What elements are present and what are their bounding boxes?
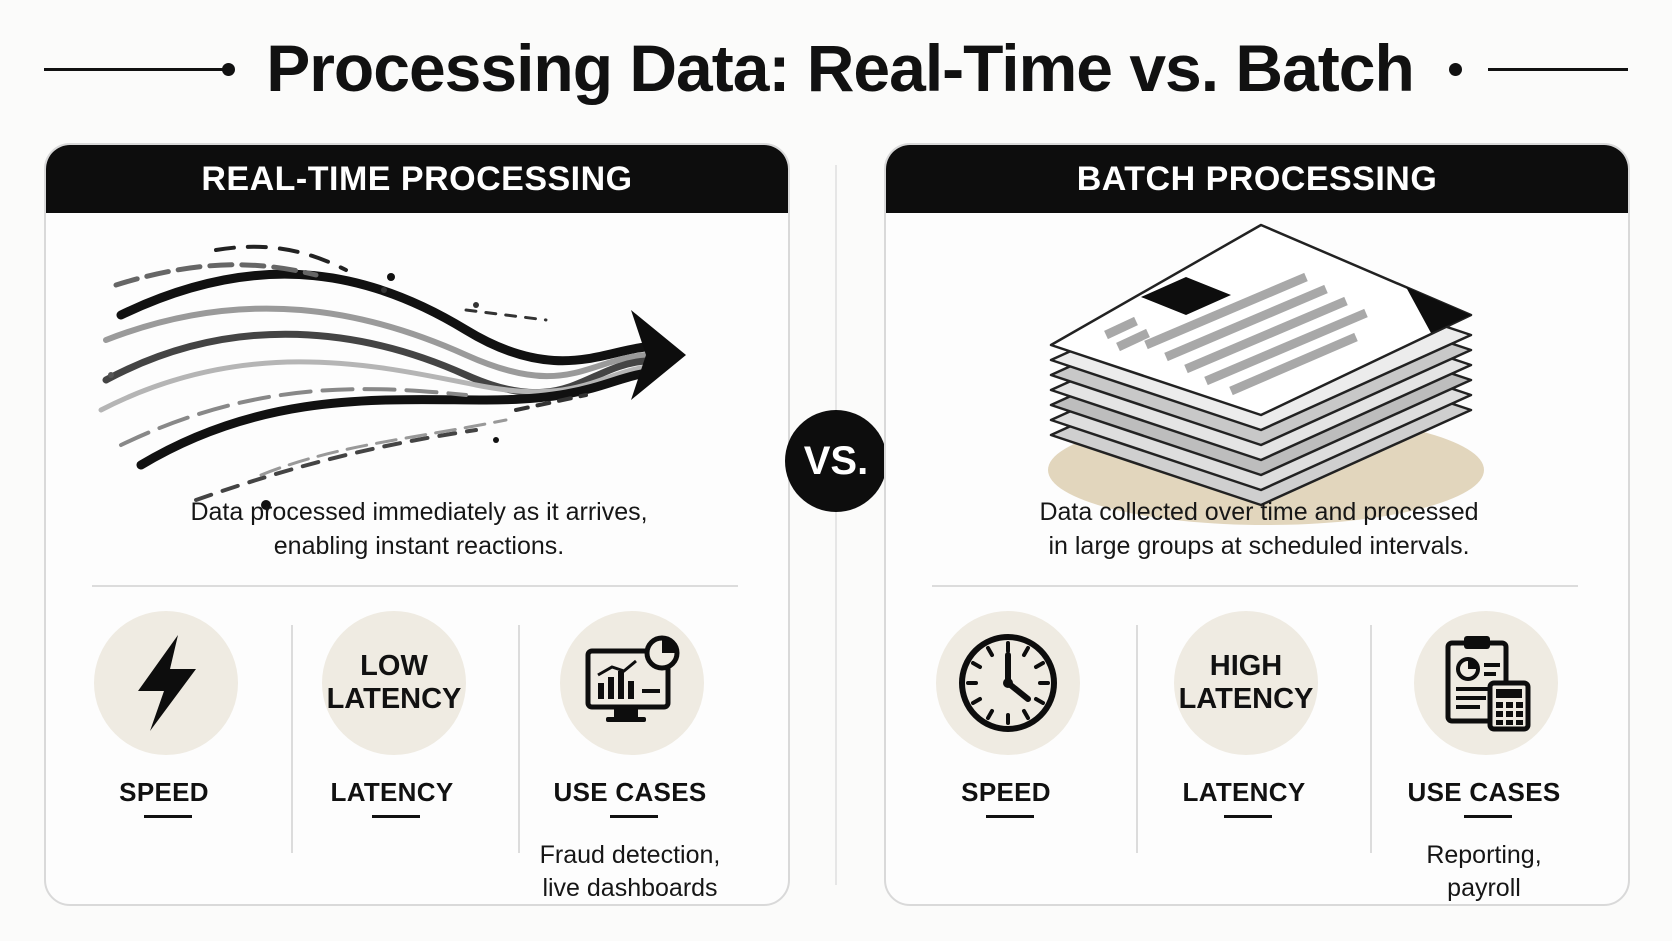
batch-separator — [932, 585, 1578, 587]
real-time-use-cases: USE CASES Fraud detection, live dashboar… — [520, 605, 740, 902]
document-stack-icon — [1048, 223, 1484, 525]
batch-header: BATCH PROCESSING — [886, 145, 1628, 213]
real-time-use-cases-label: USE CASES — [553, 777, 707, 807]
real-time-col-separator-2 — [518, 625, 520, 853]
real-time-use-cases-underline — [610, 815, 658, 818]
batch-speed-circle — [936, 611, 1080, 755]
batch-speed-label: SPEED — [961, 777, 1051, 807]
real-time-latency-label: LATENCY — [330, 777, 454, 807]
title-dot-left — [222, 63, 235, 76]
real-time-speed-underline — [144, 815, 192, 818]
real-time-use-cases-detail-line-2: live dashboards — [542, 874, 718, 902]
title-row: Processing Data: Real-Time vs. Batch — [0, 22, 1672, 112]
batch-speed: SPEED — [896, 605, 1116, 895]
batch-latency-label: LATENCY — [1182, 777, 1306, 807]
batch-latency-circle-line-2: LATENCY — [1178, 683, 1314, 715]
batch-description-line-2: in large groups at scheduled intervals. — [1048, 532, 1470, 560]
batch-use-cases-circle — [1414, 611, 1558, 755]
batch-col-separator-2 — [1370, 625, 1372, 853]
real-time-description-line-2: enabling instant reactions. — [273, 532, 565, 560]
batch-use-cases-label: USE CASES — [1407, 777, 1561, 807]
batch-use-cases-detail: Reporting, payroll — [1364, 839, 1604, 904]
page-title: Processing Data: Real-Time vs. Batch — [266, 31, 1415, 105]
title-rule-right — [1488, 68, 1628, 71]
real-time-use-cases-detail: Fraud detection, live dashboards — [510, 839, 750, 904]
batch-latency-underline — [1224, 815, 1272, 818]
batch-speed-underline — [986, 815, 1034, 818]
title-rule-left — [44, 68, 224, 71]
real-time-use-cases-circle — [560, 611, 704, 755]
real-time-speed: SPEED — [54, 605, 274, 895]
batch-latency-circle-line-1: HIGH — [1209, 650, 1283, 682]
real-time-separator — [92, 585, 738, 587]
real-time-latency-circle-line-1: LOW — [360, 650, 428, 682]
batch-latency-circle: HIGH LATENCY — [1174, 611, 1318, 755]
report-calculator-icon — [1445, 636, 1531, 732]
batch-col-separator-1 — [1136, 625, 1138, 853]
real-time-speed-label: SPEED — [119, 777, 209, 807]
batch-latency: HIGH LATENCY LATENCY — [1134, 605, 1354, 895]
batch-use-cases: USE CASES Reporting, payroll — [1374, 605, 1594, 902]
batch-description-line-1: Data collected over time and processed — [1039, 498, 1479, 526]
title-dot-right — [1449, 63, 1462, 76]
real-time-description: Data processed immediately as it arrives… — [86, 495, 752, 563]
clock-icon — [959, 634, 1057, 732]
flow-arrow-icon — [98, 244, 686, 510]
real-time-panel: REAL-TIME PROCESSING Data processed imme… — [44, 143, 790, 906]
batch-use-cases-detail-line-2: payroll — [1447, 874, 1521, 902]
real-time-description-line-1: Data processed immediately as it arrives… — [190, 498, 648, 526]
vs-badge: VS. — [785, 410, 887, 512]
real-time-speed-circle — [94, 611, 238, 755]
center-divider — [835, 165, 837, 885]
real-time-col-separator-1 — [291, 625, 293, 853]
real-time-latency-circle: LOW LATENCY — [322, 611, 466, 755]
batch-use-cases-detail-line-1: Reporting, — [1426, 841, 1542, 869]
real-time-header: REAL-TIME PROCESSING — [46, 145, 788, 213]
dashboard-monitor-icon — [585, 635, 680, 722]
real-time-use-cases-detail-line-1: Fraud detection, — [539, 841, 721, 869]
real-time-latency: LOW LATENCY LATENCY — [282, 605, 502, 895]
real-time-latency-underline — [372, 815, 420, 818]
lightning-bolt-icon — [138, 635, 196, 731]
batch-use-cases-underline — [1464, 815, 1512, 818]
batch-description: Data collected over time and processed i… — [926, 495, 1592, 563]
batch-panel: BATCH PROCESSING Data collected over tim… — [884, 143, 1630, 906]
real-time-latency-circle-line-2: LATENCY — [326, 683, 462, 715]
